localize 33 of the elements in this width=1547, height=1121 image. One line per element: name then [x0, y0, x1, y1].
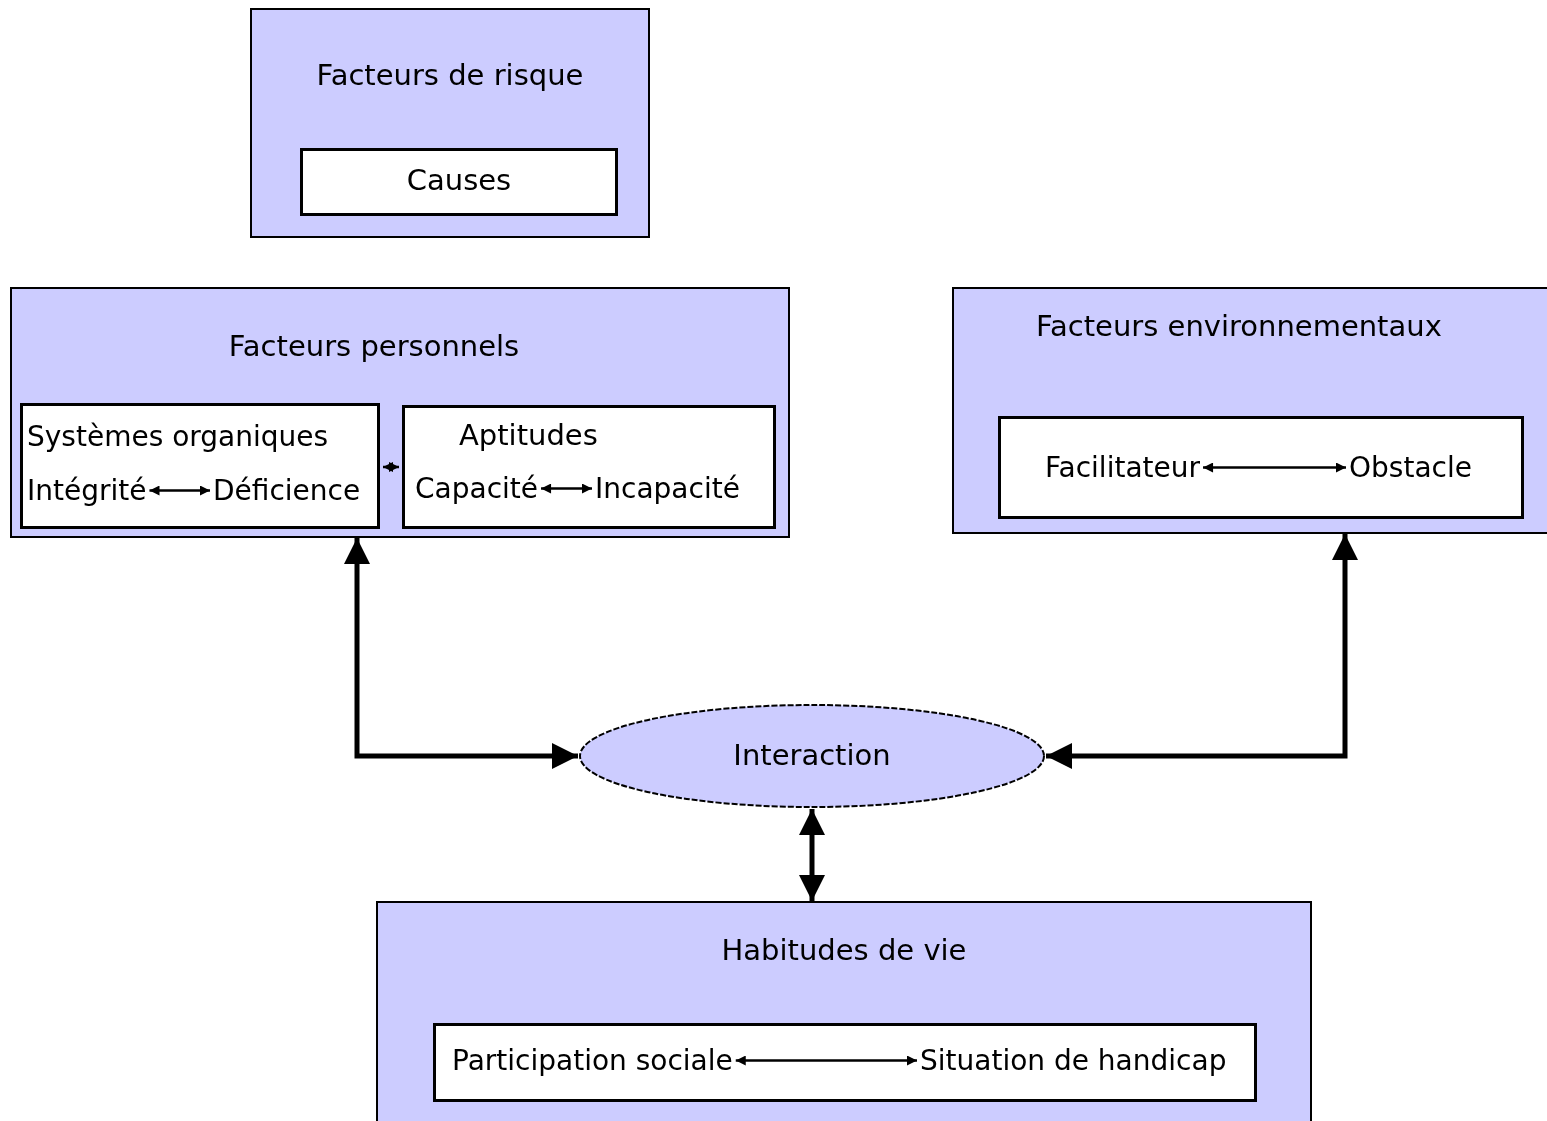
node-title: Systèmes organiques [27, 420, 329, 453]
connector-arrow [799, 809, 825, 901]
node-title: Interaction [733, 738, 891, 772]
connector-arrow [541, 483, 592, 494]
connector-arrow [383, 462, 399, 472]
inner-box [433, 1023, 1257, 1102]
node-title: Habitudes de vie [721, 933, 967, 967]
connector-arrow [1203, 462, 1346, 473]
term-text: Obstacle [1349, 451, 1472, 484]
inner-box [20, 403, 380, 529]
factor-panel [952, 287, 1547, 534]
inner-box [300, 148, 618, 216]
inner-box [998, 416, 1524, 519]
node-title: Causes [406, 163, 512, 197]
inner-box [402, 405, 776, 529]
term-text: Intégrité [27, 474, 147, 507]
term-text: Déficience [213, 474, 361, 507]
node-title: Facteurs environnementaux [1036, 309, 1442, 343]
factor-panel [250, 8, 650, 238]
term-text: Facilitateur [1045, 451, 1201, 484]
term-text: Incapacité [595, 472, 740, 505]
node-title: Aptitudes [459, 418, 598, 452]
node-title: Facteurs personnels [228, 329, 520, 363]
connector-arrow [344, 538, 578, 769]
connector-arrow [1046, 534, 1358, 769]
factor-panel [10, 287, 790, 538]
connector-arrow [149, 485, 210, 496]
factor-panel [376, 901, 1312, 1121]
term-text: Capacité [415, 472, 539, 505]
node-title: Facteurs de risque [316, 58, 584, 92]
term-text: Participation sociale [452, 1044, 733, 1077]
connector-arrow [735, 1055, 917, 1066]
term-text: Situation de handicap [920, 1044, 1227, 1077]
